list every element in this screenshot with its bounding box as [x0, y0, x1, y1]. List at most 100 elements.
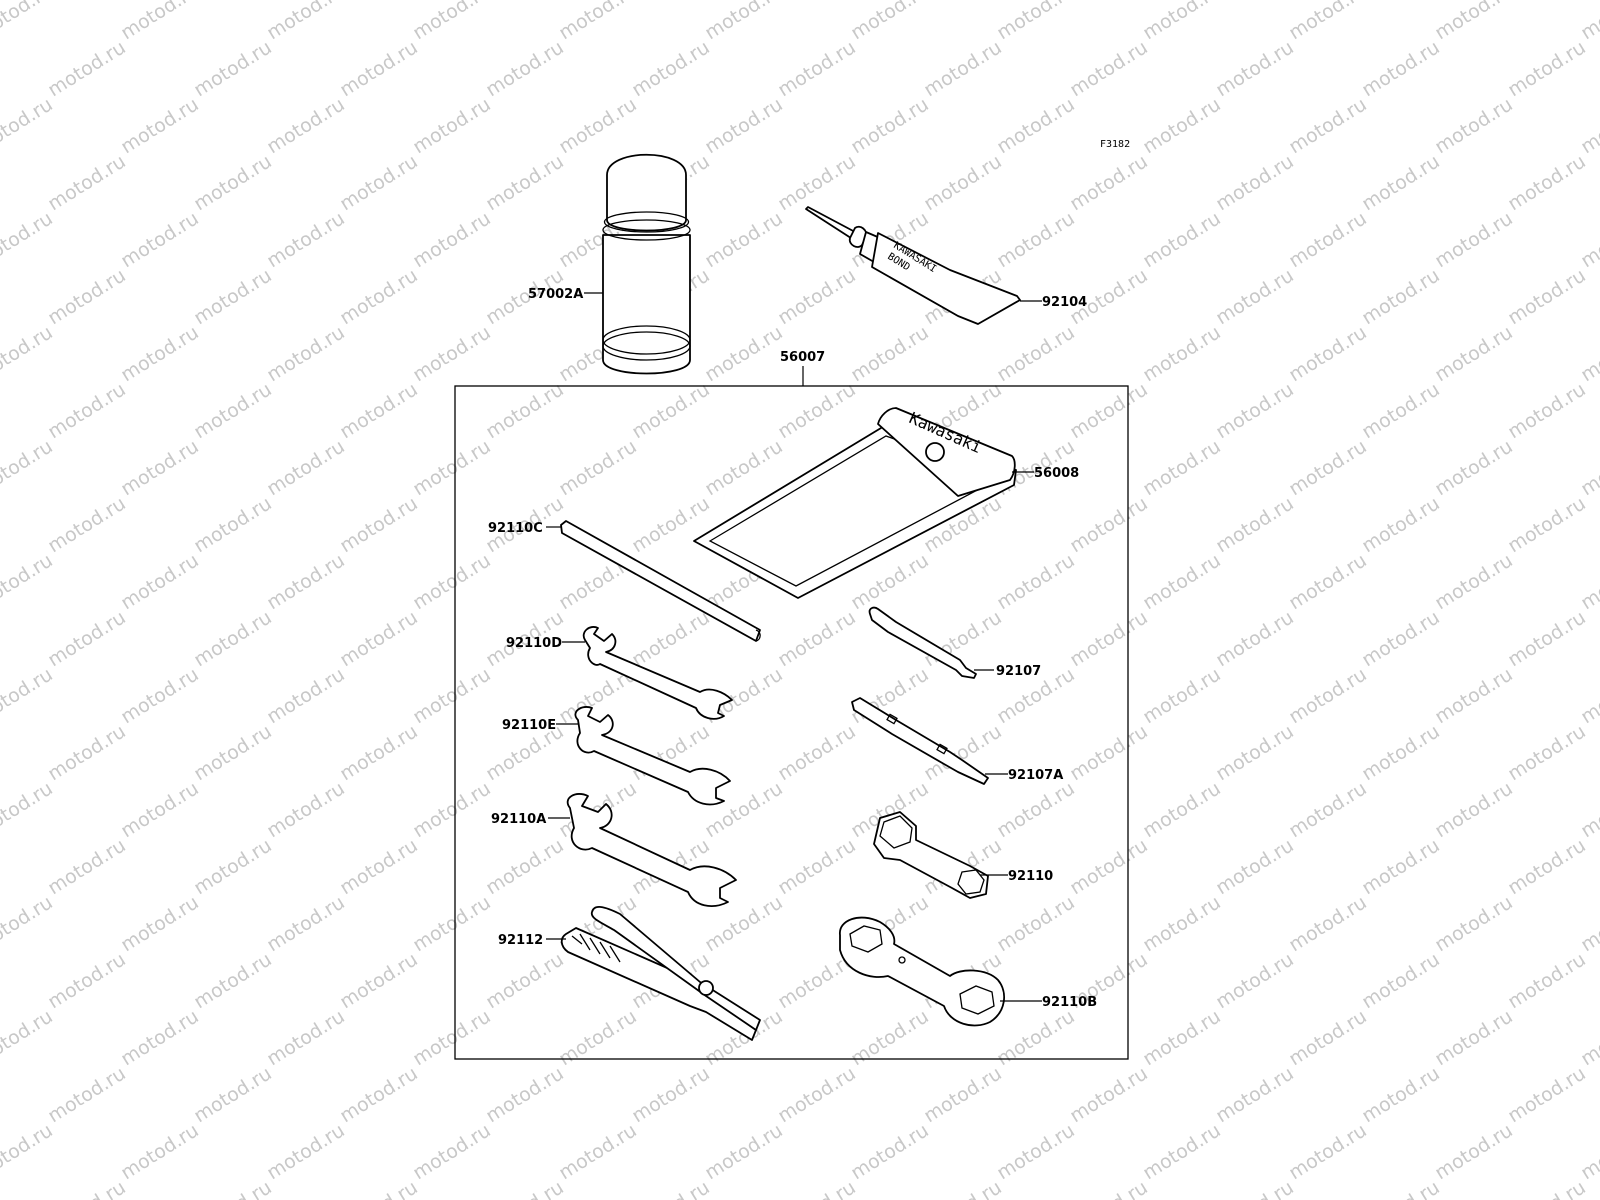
watermark-text: motod.ru	[555, 1005, 641, 1070]
watermark-text: motod.ru	[190, 36, 276, 101]
watermark-text: motod.ru	[190, 150, 276, 215]
watermark-text: motod.ru	[263, 93, 349, 158]
watermark-text: motod.ru	[701, 1119, 787, 1184]
watermark-text: motod.ru	[44, 150, 130, 215]
watermark-text: motod.ru	[1285, 549, 1371, 614]
watermark-text: motod.ru	[482, 1062, 568, 1127]
watermark-text: motod.ru	[263, 549, 349, 614]
watermark-text: motod.ru	[1358, 492, 1444, 557]
watermark-text: motod.ru	[1504, 1062, 1590, 1127]
watermark-text: motod.ru	[1285, 1005, 1371, 1070]
watermark-text: motod.ru	[1285, 0, 1371, 44]
watermark-text: motod.ru	[1212, 264, 1298, 329]
watermark-text: motod.ru	[336, 1062, 422, 1127]
watermark-text: motod.ru	[1285, 207, 1371, 272]
watermark-text: motod.ru	[336, 264, 422, 329]
watermark-text: motod.ru	[409, 93, 495, 158]
watermark-text: motod.ru	[44, 378, 130, 443]
screwdriver-part[interactable]	[868, 606, 977, 679]
diagram-code: F3182	[1100, 139, 1130, 150]
watermark-text: motod.ru	[1066, 378, 1152, 443]
watermark-text: motod.ru	[263, 435, 349, 500]
watermark-text: motod.ru	[1212, 150, 1298, 215]
watermark-text: motod.ru	[1066, 1176, 1152, 1200]
watermark-text: motod.ru	[1431, 1005, 1517, 1070]
watermark-text: motod.ru	[482, 834, 568, 899]
watermark-text: motod.ru	[1139, 0, 1225, 44]
watermark-text: motod.ru	[409, 663, 495, 728]
watermark-text: motod.ru	[628, 492, 714, 557]
watermark-text: motod.ru	[0, 777, 57, 842]
watermark-text: motod.ru	[1577, 663, 1600, 728]
watermark-text: motod.ru	[0, 435, 57, 500]
watermark-text: motod.ru	[44, 1062, 130, 1127]
watermark-text: motod.ru	[336, 948, 422, 1013]
watermark-text: motod.ru	[774, 378, 860, 443]
watermark-text: motod.ru	[1066, 492, 1152, 557]
watermark-text: motod.ru	[628, 606, 714, 671]
screwdriver-a-part[interactable]	[851, 697, 989, 785]
wrench-d-part[interactable]	[582, 626, 733, 720]
watermark-text: motod.ru	[774, 36, 860, 101]
watermark-text: motod.ru	[1431, 777, 1517, 842]
watermark-text: motod.ru	[117, 207, 203, 272]
watermark-text: motod.ru	[1285, 93, 1371, 158]
bond-tube-part[interactable]: KAWASAKI BOND	[805, 206, 1021, 325]
watermark-text: motod.ru	[190, 1176, 276, 1200]
watermark-text: motod.ru	[1504, 150, 1590, 215]
rod-part[interactable]	[560, 520, 761, 642]
watermark-text: motod.ru	[409, 549, 495, 614]
watermark-text: motod.ru	[1358, 720, 1444, 785]
wrench-a-part[interactable]	[566, 793, 737, 907]
watermark-text: motod.ru	[117, 891, 203, 956]
watermark-text: motod.ru	[1431, 321, 1517, 386]
watermark-text: motod.ru	[920, 1062, 1006, 1127]
spray-can-part[interactable]	[602, 153, 691, 375]
watermark-text: motod.ru	[1577, 0, 1600, 44]
watermark-text: motod.ru	[190, 1062, 276, 1127]
watermark-text: motod.ru	[1504, 36, 1590, 101]
watermark-text: motod.ru	[1577, 321, 1600, 386]
watermark-text: motod.ru	[847, 321, 933, 386]
watermark-text: motod.ru	[1212, 720, 1298, 785]
watermark-text: motod.ru	[993, 891, 1079, 956]
watermark-text: motod.ru	[0, 663, 57, 728]
kit-frame	[454, 385, 1129, 1060]
pliers-part[interactable]	[560, 906, 761, 1041]
watermark-text: motod.ru	[555, 0, 641, 44]
wrench-a-label: 92110A	[491, 812, 546, 827]
watermark-text: motod.ru	[0, 1119, 57, 1184]
screwdriver-label: 92107	[996, 664, 1041, 679]
watermark-text: motod.ru	[263, 1005, 349, 1070]
watermark-text: motod.ru	[920, 150, 1006, 215]
watermark-text: motod.ru	[1358, 378, 1444, 443]
watermark-text: motod.ru	[774, 150, 860, 215]
watermark-text: motod.ru	[847, 1005, 933, 1070]
watermark-text: motod.ru	[1577, 1005, 1600, 1070]
watermark-text: motod.ru	[190, 948, 276, 1013]
ring-wrench-part[interactable]	[839, 916, 1005, 1027]
watermark-text: motod.ru	[44, 264, 130, 329]
watermark-text: motod.ru	[555, 435, 641, 500]
box-wrench-part[interactable]	[873, 811, 989, 899]
watermark-text: motod.ru	[1431, 0, 1517, 44]
wrench-e-part[interactable]	[574, 706, 731, 806]
watermark-text: motod.ru	[117, 1005, 203, 1070]
watermark-text: motod.ru	[1212, 948, 1298, 1013]
watermark-text: motod.ru	[993, 207, 1079, 272]
watermark-text: motod.ru	[1504, 264, 1590, 329]
watermark-text: motod.ru	[336, 834, 422, 899]
watermark-text: motod.ru	[0, 891, 57, 956]
watermark-text: motod.ru	[0, 0, 57, 44]
watermark-text: motod.ru	[1139, 435, 1225, 500]
watermark-text: motod.ru	[1577, 207, 1600, 272]
watermark-text: motod.ru	[1431, 891, 1517, 956]
watermark-text: motod.ru	[701, 0, 787, 44]
watermark-text: motod.ru	[1577, 549, 1600, 614]
watermark-text: motod.ru	[1139, 663, 1225, 728]
watermark-text: motod.ru	[1066, 834, 1152, 899]
watermark-text: motod.ru	[1066, 606, 1152, 671]
watermark-text: motod.ru	[44, 720, 130, 785]
watermark-text: motod.ru	[1431, 1119, 1517, 1184]
